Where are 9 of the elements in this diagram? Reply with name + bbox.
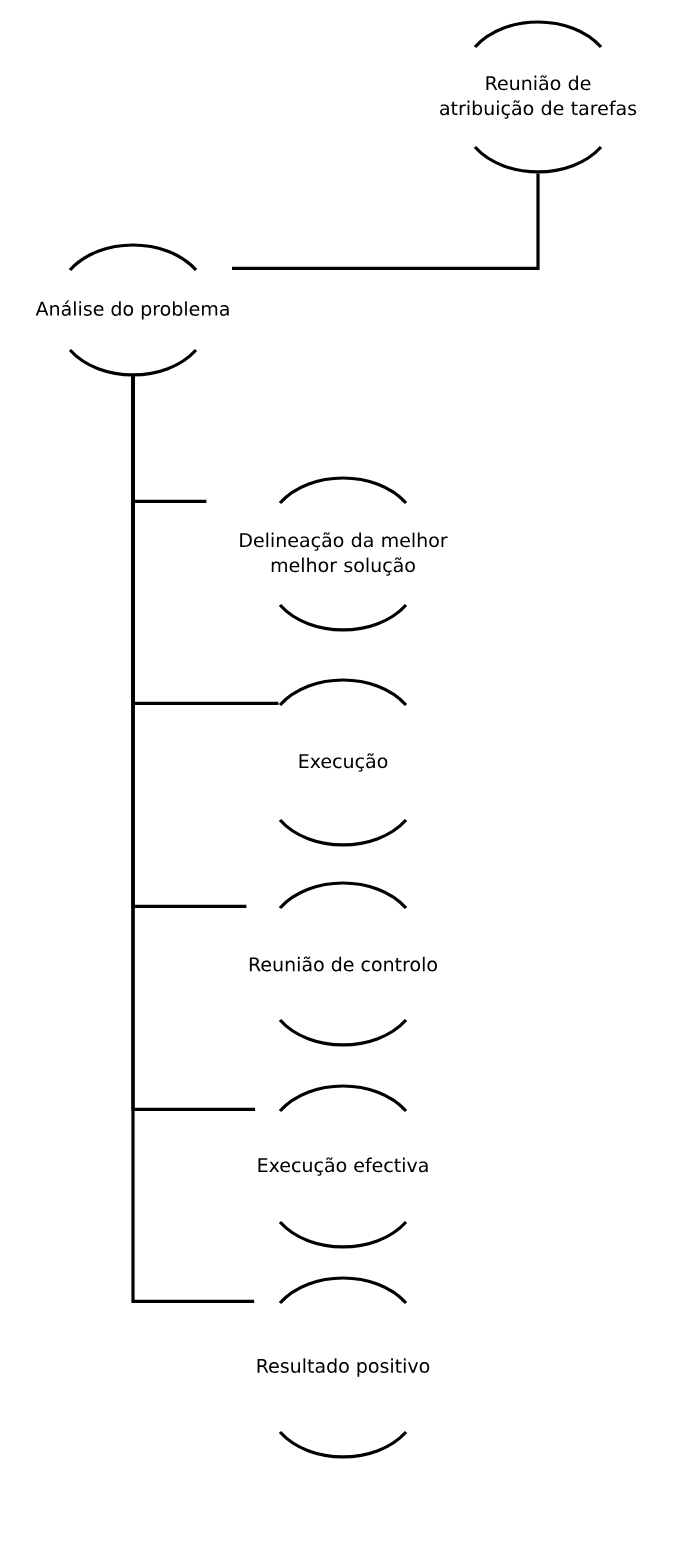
arc-node: Reunião de controlo [249, 881, 437, 1047]
arc-node: Reunião de atribuição de tarefas [440, 20, 637, 174]
arc-node: Delineação da melhor melhor solução [240, 476, 448, 632]
arc-node: Execução efectiva [258, 1084, 428, 1249]
arc-node: Execução [278, 678, 408, 847]
connector-line [232, 173, 540, 270]
arc-node: Análise do problema [35, 243, 229, 377]
arc-node: Resultado positivo [257, 1276, 430, 1459]
connector-line [131, 376, 255, 1303]
